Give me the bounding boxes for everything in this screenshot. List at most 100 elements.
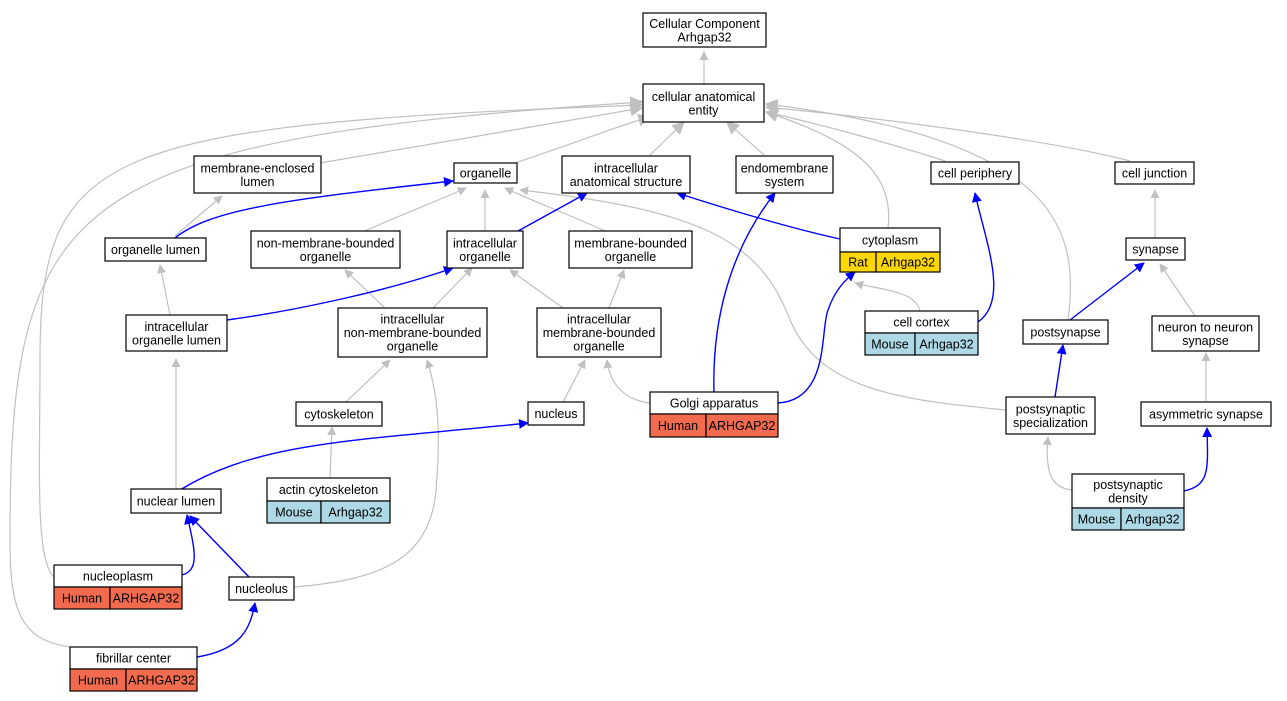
species-label: Mouse <box>275 506 313 520</box>
go-term-cellper[interactable]: cell periphery <box>930 161 1020 185</box>
go-term-nlumen[interactable]: nuclear lumen <box>130 488 222 514</box>
go-term-postsyn[interactable]: postsynapse <box>1022 319 1109 345</box>
species-label: Rat <box>848 256 868 270</box>
edge-golgi-cytoplasm <box>777 271 856 404</box>
node-label: nuclear lumen <box>137 495 216 509</box>
node-box <box>930 161 1020 185</box>
go-term-celljunc[interactable]: cell junction <box>1114 161 1195 185</box>
node-label: Golgi apparatus <box>670 397 758 411</box>
go-term-nucleolus[interactable]: nucleolus <box>228 576 295 601</box>
node-box <box>1125 237 1186 261</box>
node-box <box>1140 401 1272 427</box>
go-term-cytosk[interactable]: cytoskeleton <box>295 401 383 427</box>
node-label: fibrillar center <box>96 652 171 666</box>
edge-cytoplasm-ias <box>676 190 841 240</box>
node-label: intracellular <box>594 161 658 175</box>
node-box <box>642 83 765 123</box>
node-label: organelle <box>573 340 624 354</box>
node-box <box>536 307 662 358</box>
edge-fibrillar-nucleolus <box>196 602 259 658</box>
edge-postsyn-cae <box>764 98 1072 321</box>
gene-cell <box>109 586 183 610</box>
species-label: Human <box>62 592 102 606</box>
edge-cellper-cae <box>764 108 946 162</box>
edge-nlumen-nucleus <box>179 418 529 491</box>
node-box <box>446 230 524 269</box>
species-label: Human <box>658 419 698 433</box>
go-term-synapse[interactable]: synapse <box>1125 237 1186 261</box>
node-box <box>104 237 207 262</box>
node-label: organelle <box>459 250 510 264</box>
node-box <box>527 401 585 426</box>
gene-cell <box>320 500 391 524</box>
species-label: Mouse <box>871 338 909 352</box>
node-label: entity <box>689 103 720 117</box>
node-label: system <box>765 175 805 189</box>
node-label: Arhgap32 <box>677 30 731 44</box>
edge-fibrillar-cae <box>9 96 644 648</box>
go-term-inmbo[interactable]: intracellularnon-membrane-boundedorganel… <box>337 307 488 358</box>
node-label: organelle <box>387 340 438 354</box>
node-box <box>839 227 941 253</box>
go-term-organelle[interactable]: organelle <box>453 162 518 184</box>
node-label: nucleoplasm <box>83 570 153 584</box>
node-box <box>1071 473 1185 509</box>
species-label: Human <box>78 674 118 688</box>
node-label: postsynapse <box>1030 326 1100 340</box>
edge-inmbo-nmbo <box>344 269 386 309</box>
edge-n2n-synapse <box>1159 263 1196 317</box>
node-label: intracellular <box>145 320 209 334</box>
edge-cytoplasm-cae <box>764 109 890 229</box>
edge-iol-intraorg <box>226 266 454 321</box>
edge-layer <box>9 51 1213 658</box>
node-label: cell cortex <box>893 316 950 330</box>
node-label: anatomical structure <box>570 175 683 189</box>
node-label: cellular anatomical <box>652 90 756 104</box>
node-label: cytoplasm <box>862 234 918 248</box>
node-label: actin cytoskeleton <box>279 483 378 497</box>
edge-imbo-intraorg <box>509 269 564 309</box>
node-label: asymmetric synapse <box>1149 408 1263 422</box>
go-term-orglumen[interactable]: organelle lumen <box>104 237 207 262</box>
edge-nucleoplasm-nlumen <box>181 514 195 576</box>
edge-intraorg-ias <box>517 192 588 232</box>
edge-mel-cae <box>319 103 644 164</box>
edge-psd-asym <box>1183 427 1213 492</box>
gene-label: Arhgap32 <box>919 338 973 352</box>
edge-nucleoplasm-cae <box>38 98 644 578</box>
go-term-nucleus[interactable]: nucleus <box>527 401 585 426</box>
node-label: intracellular <box>567 313 631 327</box>
node-box <box>295 401 383 427</box>
node-box <box>568 230 693 269</box>
gene-label: Arhgap32 <box>881 256 935 270</box>
node-label: membrane-enclosed <box>201 161 315 175</box>
go-term-asym[interactable]: asymmetric synapse <box>1140 401 1272 427</box>
node-box <box>1005 396 1096 435</box>
edge-psd-pss <box>1042 436 1073 491</box>
node-label: membrane-bounded <box>543 326 656 340</box>
node-label: non-membrane-bounded <box>344 326 482 340</box>
edge-nucleolus-nlumen <box>189 515 251 579</box>
gene-cell <box>914 332 979 356</box>
node-label: lumen <box>240 175 274 189</box>
